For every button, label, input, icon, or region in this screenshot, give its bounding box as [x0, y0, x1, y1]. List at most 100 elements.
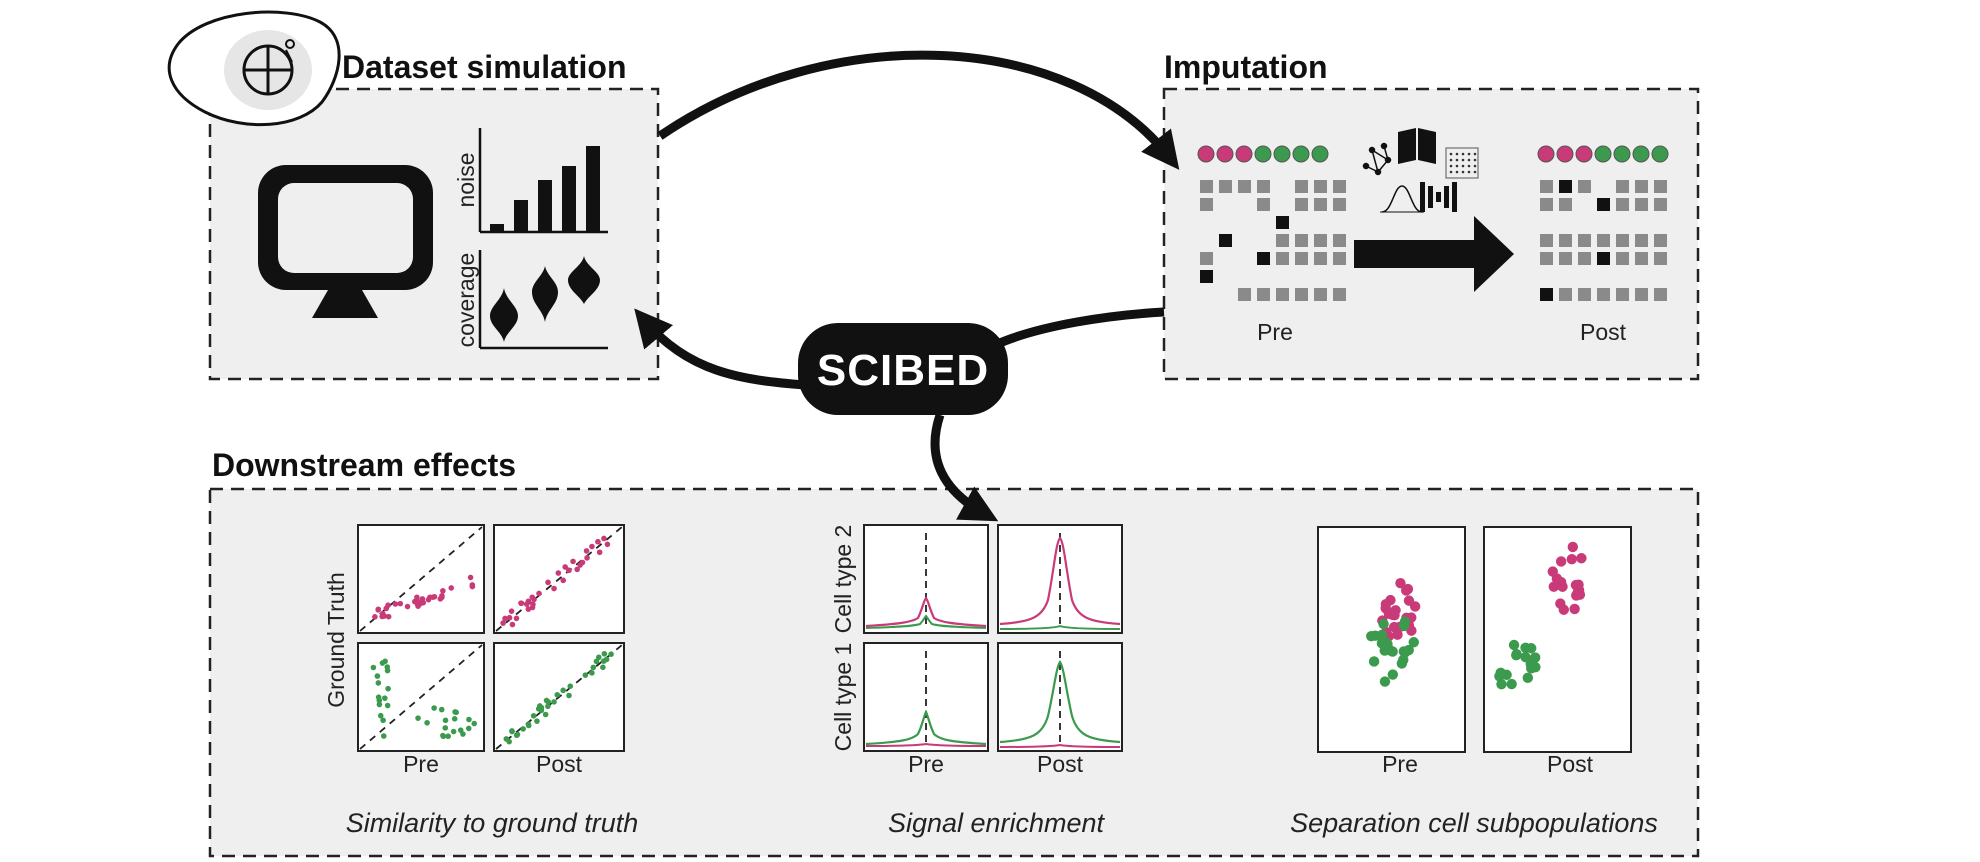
- matrix-cell: [1200, 252, 1213, 265]
- cluster-point: [1385, 594, 1396, 606]
- matrix-cell: [1314, 234, 1327, 247]
- scatter-point: [513, 615, 520, 622]
- imputation-arrow-icon: [1354, 216, 1514, 292]
- matrix-cell: [1540, 288, 1553, 301]
- scatter-point: [590, 664, 597, 671]
- scatter-point: [424, 719, 430, 726]
- noise-bar-chart: noise: [453, 128, 608, 234]
- matrix-cell: [1540, 180, 1553, 193]
- scatter-point: [425, 596, 432, 603]
- scatter-point: [372, 614, 378, 620]
- cell-icon: [1197, 145, 1215, 163]
- scatter-point: [601, 650, 608, 657]
- cluster-point: [1555, 598, 1566, 609]
- scatter-point: [545, 579, 551, 586]
- cluster-point: [1395, 577, 1406, 589]
- scatter-point: [535, 706, 542, 712]
- scatter-point: [566, 692, 572, 699]
- cluster-point: [1408, 637, 1419, 648]
- cluster-point: [1530, 652, 1541, 663]
- scatter-point: [375, 694, 382, 700]
- cluster-point: [1522, 672, 1534, 684]
- cluster-point: [1555, 556, 1567, 567]
- scatter-point: [574, 566, 580, 573]
- scatter-point: [518, 600, 524, 606]
- autoencoder-icon: [1420, 182, 1457, 212]
- scatter-point: [520, 726, 526, 732]
- scatter-point: [608, 651, 614, 658]
- scatter-point: [509, 728, 515, 735]
- scatter-point: [560, 577, 567, 584]
- matrix-cell: [1559, 198, 1572, 211]
- scatter-point: [414, 594, 420, 601]
- imputation-post-label: Post: [1580, 319, 1627, 345]
- matrix-cell: [1635, 252, 1648, 265]
- scatter-point: [596, 654, 602, 661]
- grid-dot: [1455, 170, 1459, 174]
- scatter-point: [500, 620, 506, 626]
- matrix-cell: [1333, 234, 1346, 247]
- grid-dot: [1449, 152, 1453, 156]
- scatter-point: [404, 603, 411, 610]
- scibed-hub-label: SCIBED: [817, 346, 989, 395]
- grid-dot: [1467, 164, 1471, 168]
- imputation-title: Imputation: [1164, 49, 1328, 85]
- matrix-cell: [1578, 180, 1591, 193]
- cluster-point: [1547, 566, 1558, 577]
- cluster-point: [1506, 678, 1517, 690]
- scatter-point: [604, 541, 611, 548]
- matrix-cell: [1654, 252, 1667, 265]
- scatter-point: [570, 558, 576, 565]
- matrix-cell: [1314, 180, 1327, 193]
- scatter-point: [442, 725, 449, 731]
- matrix-cell: [1276, 288, 1289, 301]
- matrix-cell: [1635, 180, 1648, 193]
- scatter-point: [415, 715, 421, 721]
- matrix-cell: [1295, 180, 1308, 193]
- cluster-point: [1496, 679, 1507, 690]
- cluster-point: [1383, 608, 1395, 619]
- scatter-point: [370, 664, 377, 671]
- scatter-point: [566, 567, 572, 574]
- signal-enrichment-plots: [863, 524, 1123, 752]
- matrix-cell: [1654, 234, 1667, 247]
- cluster-point: [1366, 630, 1377, 642]
- noise-axis-label: noise: [453, 153, 479, 208]
- simulation-logo: [167, 10, 341, 127]
- scatter-point: [601, 535, 607, 542]
- scatter-point: [508, 608, 515, 614]
- cluster-point: [1569, 603, 1580, 615]
- grid-dot: [1473, 152, 1477, 156]
- matrix-cell: [1635, 288, 1648, 301]
- post-imputation-matrix: [1540, 180, 1667, 301]
- similarity-plots: [357, 524, 625, 752]
- separation-caption: Separation cell subpopulations: [1290, 808, 1658, 838]
- matrix-cell: [1295, 198, 1308, 211]
- cluster-point: [1574, 589, 1586, 600]
- scatter-point: [525, 598, 532, 605]
- scatter-point: [595, 538, 601, 545]
- signal-pre-label: Pre: [908, 751, 944, 777]
- cluster-point: [1567, 541, 1579, 553]
- scatter-point: [374, 673, 381, 679]
- cell-icon: [1292, 145, 1310, 163]
- similarity-ylabel: Ground Truth: [323, 572, 349, 708]
- cell-icon: [1632, 145, 1650, 163]
- separation-plots: [1317, 526, 1632, 753]
- matrix-cell: [1616, 234, 1629, 247]
- scatter-point: [525, 606, 532, 612]
- scatter-point: [415, 603, 421, 610]
- cluster-point: [1403, 595, 1415, 606]
- downstream-title: Downstream effects: [212, 447, 516, 483]
- matrix-cell: [1578, 252, 1591, 265]
- matrix-cell: [1654, 180, 1667, 193]
- scatter-point: [377, 712, 384, 719]
- matrix-cell: [1559, 234, 1572, 247]
- scatter-point: [545, 703, 551, 710]
- computer-monitor-icon: [258, 165, 433, 318]
- matrix-cell: [1616, 198, 1629, 211]
- matrix-cell: [1635, 234, 1648, 247]
- scatter-point: [385, 685, 391, 692]
- scatter-point: [375, 606, 382, 613]
- cluster-point: [1520, 642, 1531, 654]
